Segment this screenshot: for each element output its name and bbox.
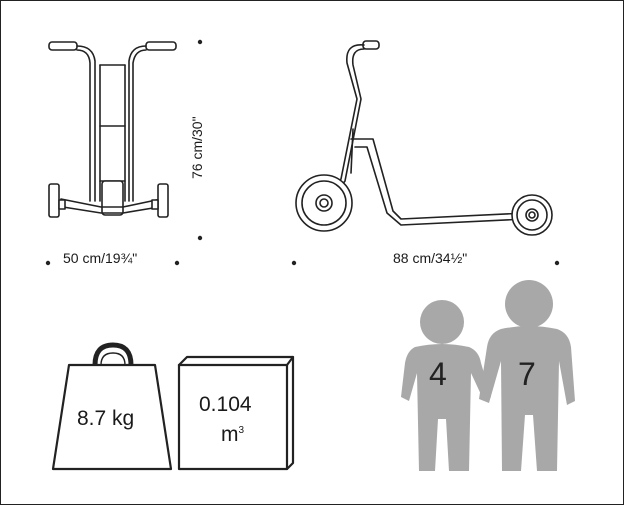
dimension-markers bbox=[45, 39, 560, 266]
age-min: 4 bbox=[429, 356, 447, 392]
weight-value: 8.7 kg bbox=[77, 407, 135, 430]
height-label: 76 cm/30" bbox=[189, 116, 205, 179]
scooter-side-icon bbox=[295, 40, 553, 236]
side-length-label: 88 cm/34½" bbox=[393, 250, 468, 266]
weight-icon bbox=[51, 342, 173, 471]
front-width-label: 50 cm/19¾" bbox=[63, 250, 138, 266]
volume-value: 0.104 bbox=[199, 393, 252, 416]
scooter-front-icon bbox=[48, 41, 177, 218]
children-icon bbox=[401, 280, 575, 471]
box-icon bbox=[177, 355, 295, 471]
volume-unit: m3 bbox=[221, 423, 245, 446]
age-max: 7 bbox=[518, 356, 536, 392]
